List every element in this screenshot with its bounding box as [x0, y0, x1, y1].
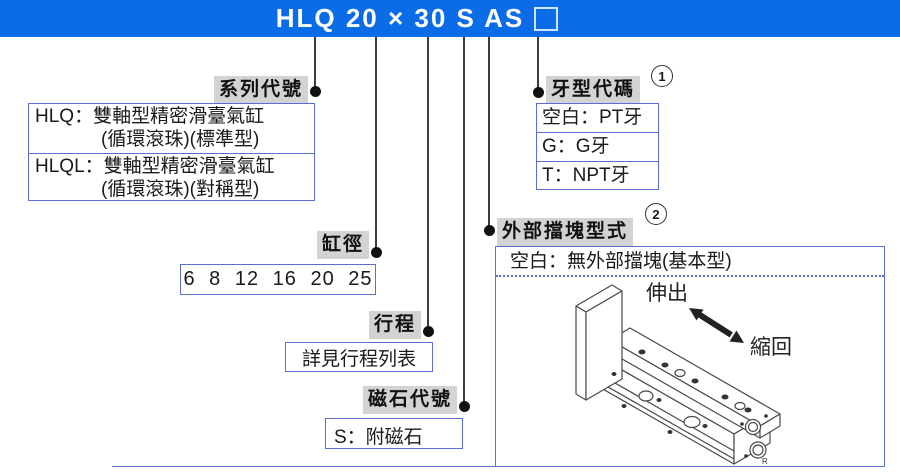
bullet-series [310, 86, 321, 97]
stopper-box: 空白：無外部擋塊(基本型) [495, 246, 885, 467]
series-box: HLQ：雙軸型精密滑臺氣缸 (循環滾珠)(標準型) HLQL：雙軸型精密滑臺氣缸… [28, 103, 315, 201]
connector-line-series [314, 37, 316, 87]
extend-retract-arrow [689, 308, 744, 343]
connector-line-thread [537, 37, 539, 88]
bottom-section-edge [112, 466, 495, 467]
port-r-label: R [762, 457, 768, 465]
cylinder-isometric-drawing: 伸出 縮回 R [575, 282, 792, 465]
series-label: 系列代號 [213, 76, 308, 104]
title-banner: HLQ 20 × 30 S AS [0, 0, 900, 37]
series-hlql-code: HLQL：雙軸型精密滑臺氣缸 [35, 156, 275, 177]
bore-values: 6 8 12 16 20 25 [183, 268, 373, 290]
connector-line-magnet [463, 37, 465, 402]
bullet-magnet [459, 401, 470, 412]
thread-row-pt: 空白：PT牙 [537, 104, 658, 133]
connector-line-stopper [488, 37, 490, 226]
series-hlq-code: HLQ：雙軸型精密滑臺氣缸 [35, 106, 265, 127]
bullet-thread [533, 87, 544, 98]
magnet-value: S：附磁石 [334, 427, 423, 448]
model-code-title: HLQ 20 × 30 S AS [275, 3, 525, 33]
note-2-badge: 2 [645, 203, 667, 225]
stroke-value: 詳見行程列表 [301, 348, 416, 370]
bullet-stopper [484, 225, 495, 236]
magnet-box: S：附磁石 [325, 418, 463, 449]
note-1-badge: 1 [651, 65, 673, 87]
bore-label: 缸徑 [316, 231, 369, 259]
bullet-stroke [423, 326, 434, 337]
thread-row-npt: T：NPT牙 [542, 165, 630, 186]
placeholder-square-icon [534, 6, 559, 31]
retract-label: 縮回 [750, 336, 792, 359]
connector-line-stroke [427, 37, 429, 327]
magnet-label: 磁石代號 [362, 386, 457, 414]
stopper-option: 空白：無外部擋塊(基本型) [496, 247, 884, 277]
stopper-label: 外部擋塊型式 [497, 218, 634, 246]
thread-row-g: G：G牙 [537, 133, 658, 162]
series-row-hlq: HLQ：雙軸型精密滑臺氣缸 (循環滾珠)(標準型) [29, 104, 314, 154]
endplate-side-face [575, 305, 587, 401]
bore-box: 6 8 12 16 20 25 [180, 264, 376, 295]
extend-label: 伸出 [646, 282, 688, 305]
series-hlq-desc: (循環滾珠)(標準型) [101, 129, 260, 150]
rail-end-face [759, 413, 781, 439]
series-row-hlql: HLQL：雙軸型精密滑臺氣缸 (循環滾珠)(對稱型) [29, 154, 314, 203]
series-hlql-desc: (循環滾珠)(對稱型) [101, 179, 260, 200]
stroke-box: 詳見行程列表 [285, 342, 433, 372]
stroke-label: 行程 [368, 311, 421, 339]
bullet-bore [371, 247, 382, 258]
thread-label: 牙型代碼 [546, 76, 641, 104]
connector-line-bore [375, 37, 377, 248]
thread-box: 空白：PT牙 G：G牙 T：NPT牙 [536, 103, 659, 190]
